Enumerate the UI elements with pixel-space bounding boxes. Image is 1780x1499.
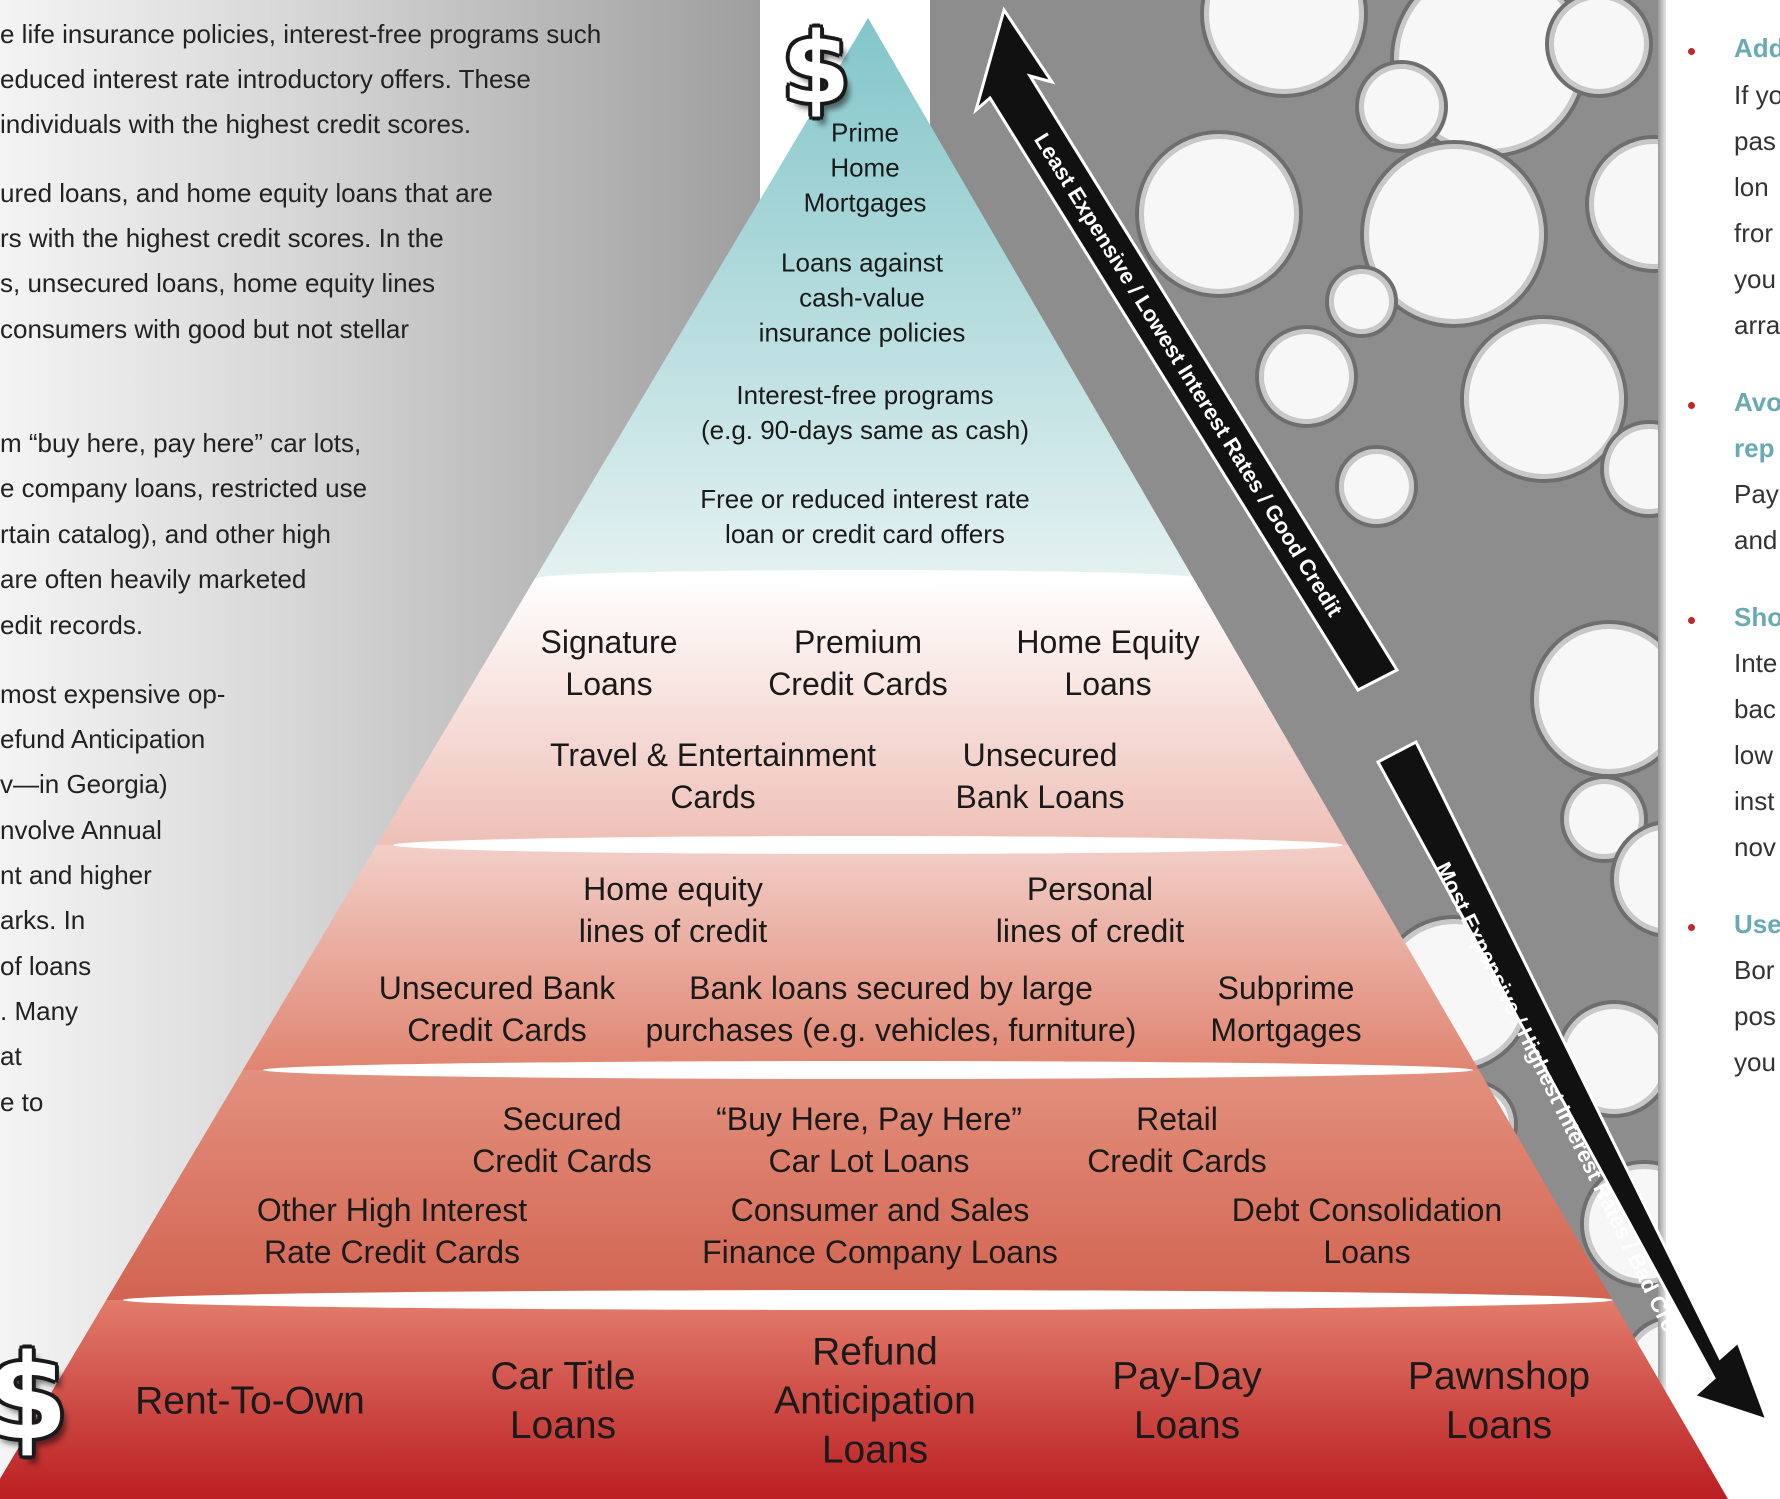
tier-item: Pay-Day Loans [1112, 1355, 1262, 1447]
left-text-line: e life insurance policies, interest-free… [0, 19, 602, 49]
left-text-line: consumers with good but not stellar [0, 314, 409, 344]
tier-item: Other High Interest Rate Credit Cards [256, 1192, 528, 1270]
bullet-icon [1688, 617, 1695, 624]
left-text-line: of loans [0, 951, 92, 981]
left-text-line: rs with the highest credit scores. In th… [0, 223, 444, 253]
left-text-line: v—in Georgia) [0, 769, 168, 799]
bullet-icon [1688, 402, 1695, 409]
tip-heading: rep [1734, 433, 1775, 463]
circle-decoration [1135, 130, 1303, 298]
tip-text-line: Pay [1734, 479, 1779, 509]
tip-text-line: bac [1734, 694, 1776, 724]
tip-text-line: nov [1734, 832, 1776, 862]
tier-item: Loans against cash-value insurance polic… [758, 247, 966, 348]
tier-item: Unsecured Bank Credit Cards [378, 970, 616, 1048]
tip-text-line: low [1734, 740, 1774, 770]
left-text-line: at [0, 1041, 22, 1071]
tier-item: Home equity lines of credit [578, 871, 768, 949]
left-text-line: nvolve Annual [0, 815, 162, 845]
circle-decoration [1545, 0, 1653, 98]
tier-item: Travel & Entertainment Cards [549, 737, 877, 815]
left-text-line: nt and higher [0, 860, 152, 890]
circle-decoration [1530, 620, 1665, 778]
tier-item: Premium Credit Cards [768, 624, 948, 702]
circle-decoration [1460, 315, 1628, 483]
tier-item: Secured Credit Cards [472, 1101, 652, 1179]
pyramid-tier-4 [0, 1070, 1728, 1300]
tip-text-line: inst [1734, 786, 1775, 816]
tier-separator [123, 1290, 1613, 1310]
tier-separator [393, 836, 1343, 854]
tips-sidebar: Add If yo pas lon fror you arra Avo rep … [1666, 0, 1780, 1499]
tier-separator [538, 570, 1198, 586]
left-text-line: ured loans, and home equity loans that a… [0, 178, 493, 208]
tip-heading: Avo [1734, 387, 1780, 417]
tip-text-line: Inte [1734, 648, 1778, 678]
tip-text-line: you [1734, 264, 1776, 294]
bullet-icon [1688, 48, 1695, 55]
left-text-line: efund Anticipation [0, 724, 206, 754]
left-text-line: arks. In [0, 905, 86, 935]
left-text-line: . Many [0, 996, 79, 1026]
tier-item: Retail Credit Cards [1087, 1101, 1267, 1179]
dollar-icon-top: $ [782, 12, 851, 126]
tip-text-line: you [1734, 1047, 1776, 1077]
tip-text-line: and [1734, 525, 1778, 555]
tier-separator [263, 1061, 1473, 1079]
tip-heading: Add [1734, 33, 1780, 63]
sidebar-divider [1658, 0, 1666, 1499]
tip-text-line: pas [1734, 126, 1776, 156]
tip-heading: Use [1734, 909, 1780, 939]
left-text-line: individuals with the highest credit scor… [0, 109, 472, 139]
tier-item: Debt Consolidation Loans [1231, 1192, 1503, 1270]
tier-item: Interest-free programs (e.g. 90-days sam… [700, 380, 1030, 445]
tip-heading: Sho [1734, 602, 1780, 632]
left-text-line: m “buy here, pay here” car lots, [0, 428, 362, 458]
left-article-text: e life insurance policies, interest-free… [0, 0, 760, 1499]
circle-decoration [1360, 140, 1548, 328]
tip-text-line: arra [1734, 310, 1780, 340]
tier-item: Consumer and Sales Finance Company Loans [702, 1192, 1058, 1270]
left-text-line: s, unsecured loans, home equity lines [0, 268, 436, 298]
tier-item: Car Title Loans [490, 1355, 636, 1447]
tier-item: Rent-To-Own [135, 1379, 365, 1423]
arrow-up-good-credit [973, 6, 1400, 692]
tier-item: Bank loans secured by large purchases (e… [645, 970, 1137, 1048]
tier-item: Unsecured Bank Loans [955, 737, 1125, 815]
left-text-line: are often heavily marketed [0, 564, 307, 594]
tier-item: Pawnshop Loans [1407, 1355, 1591, 1447]
tier-item: Signature Loans [540, 624, 678, 702]
tip-text-line: pos [1734, 1001, 1776, 1031]
circle-decoration [1255, 325, 1358, 428]
dollar-icon-bottom: $ [0, 1328, 69, 1466]
pyramid-tier-2 [0, 578, 1728, 845]
tip-text-line: If yo [1734, 80, 1780, 110]
tier-item: Subprime Mortgages [1210, 970, 1362, 1048]
left-text-line: e company loans, restricted use [0, 473, 368, 503]
tier-item: Free or reduced interest rate loan or cr… [700, 484, 1030, 549]
tip-text-line: Bor [1734, 955, 1775, 985]
arrow-down-bad-credit [1375, 739, 1770, 1423]
left-text-line: educed interest rate introductory offers… [0, 64, 531, 94]
left-text-line: most expensive op- [0, 679, 226, 709]
bullet-icon [1688, 924, 1695, 931]
tier-item: “Buy Here, Pay Here” Car Lot Loans [716, 1101, 1022, 1179]
circle-decoration [1355, 60, 1448, 153]
left-text-line: e to [0, 1087, 44, 1117]
tier-item: Refund Anticipation Loans [774, 1330, 976, 1472]
circle-decoration [1325, 265, 1398, 338]
tier-item: Personal lines of credit [995, 871, 1185, 949]
left-text-line: rtain catalog), and other high [0, 519, 331, 549]
tip-text-line: lon [1734, 172, 1769, 202]
tier-item: Prime Home Mortgages [803, 117, 927, 218]
left-text-line: edit records. [0, 610, 144, 640]
tip-text-line: fror [1734, 218, 1773, 248]
circle-decoration [1335, 445, 1418, 528]
tier-item: Home Equity Loans [1016, 624, 1200, 702]
pyramid-tier-5 [0, 1300, 1728, 1499]
